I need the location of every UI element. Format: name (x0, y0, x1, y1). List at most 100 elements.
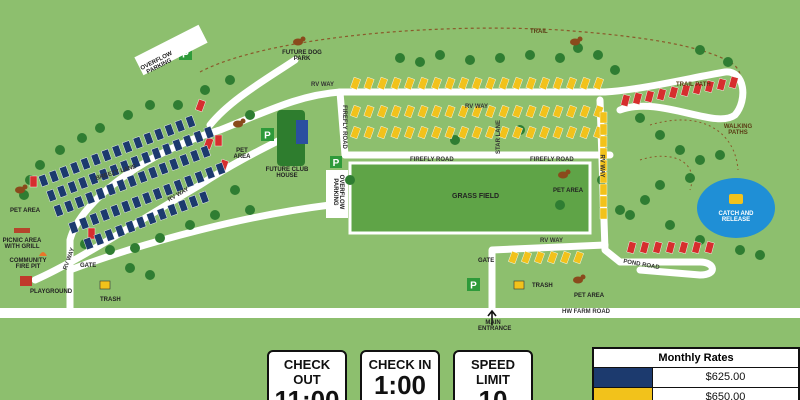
svg-text:P: P (182, 50, 189, 61)
playground-label: PLAYGROUND (30, 289, 73, 295)
star-lane-label: STAR LANE (495, 120, 502, 154)
campsite (404, 104, 415, 119)
campsite (404, 125, 415, 140)
trash-label-2: TRASH (532, 283, 553, 289)
grass-field-label: GRASS FIELD (452, 193, 500, 200)
campsite (151, 146, 162, 161)
walking-paths-label: WALKING PATHS (723, 124, 753, 136)
campsite (390, 104, 402, 119)
campsite (525, 76, 537, 91)
campsite (98, 167, 110, 182)
campsite (599, 183, 608, 196)
campsite (485, 104, 496, 119)
campsite (173, 178, 184, 193)
campsite (48, 169, 60, 183)
check-in-sign: CHECK IN 1:00 (360, 350, 440, 400)
campsite (599, 171, 608, 184)
picnic-area-label: PICNIC AREA WITH GRILL (2, 238, 42, 250)
check-in-time: 1:00 (373, 370, 427, 400)
tree-icon (695, 45, 705, 55)
campsite (88, 172, 99, 186)
tree-icon (155, 233, 165, 243)
campsite (140, 151, 152, 165)
campsite (84, 191, 96, 205)
campsite (534, 250, 545, 265)
campsite (652, 241, 663, 254)
tree-icon (665, 220, 675, 230)
tree-icon (555, 200, 565, 210)
campsite (350, 76, 361, 91)
campsite (626, 241, 637, 254)
arrow-up-icon (487, 309, 497, 325)
tree-icon (55, 145, 65, 155)
campsite (498, 125, 510, 140)
campsite (431, 104, 442, 119)
campsite (566, 76, 577, 91)
monthly-rates-title: Monthly Rates (594, 349, 798, 368)
campsite (95, 187, 106, 201)
campsite (114, 224, 126, 238)
campsite (512, 104, 523, 119)
campsite (203, 125, 215, 140)
campsite (120, 199, 132, 214)
campsite (172, 138, 183, 152)
speed-limit-title: SPEED LIMIT (470, 357, 516, 387)
campsite (444, 104, 456, 119)
campsite (728, 76, 739, 89)
campsite (137, 170, 148, 184)
campsite (579, 76, 591, 91)
trail-path-label: TRAIL PATH (676, 82, 711, 88)
campsite (508, 250, 519, 265)
tree-icon (145, 100, 155, 110)
tree-icon (465, 55, 475, 65)
campsite (77, 176, 89, 190)
tree-icon (695, 155, 705, 165)
campsite (168, 157, 180, 171)
campsite (68, 220, 79, 235)
campsite (38, 173, 49, 188)
rate-price: $650.00 (705, 391, 746, 400)
campsite (194, 170, 205, 184)
check-out-time: 11:00 (274, 385, 340, 400)
tree-icon (130, 243, 140, 253)
campsite (185, 115, 196, 129)
tree-icon (145, 270, 155, 280)
campsite (83, 236, 94, 251)
campsite (498, 104, 510, 119)
campsite (116, 178, 127, 192)
campsite (99, 208, 111, 222)
tree-icon (735, 245, 745, 255)
tree-icon (415, 57, 425, 67)
campsite (156, 207, 168, 221)
overflow-parking-top-lot (134, 24, 208, 76)
tree-icon (125, 263, 135, 273)
campsite (182, 134, 194, 148)
tree-icon (555, 53, 565, 63)
campsite (93, 232, 105, 246)
tree-icon (495, 53, 505, 63)
rate-price: $625.00 (705, 371, 746, 383)
campsite (620, 94, 631, 107)
campsite (78, 216, 90, 230)
tree-icon (685, 173, 695, 183)
gate-label-2: GATE (478, 258, 495, 264)
campsite (431, 125, 442, 140)
campsite (143, 131, 154, 146)
campsite (195, 98, 206, 113)
campsite (579, 125, 591, 140)
rv-way-mid-label: RV WAY (465, 104, 489, 110)
campsite (444, 76, 456, 91)
campsite (668, 86, 679, 99)
campsite (135, 215, 147, 230)
campsite (53, 203, 64, 218)
campsite (130, 155, 141, 169)
campsite (87, 227, 96, 240)
campsite (193, 130, 204, 144)
campsite (164, 123, 175, 137)
campsite (104, 228, 115, 242)
campsite (656, 88, 667, 101)
campsite (125, 220, 136, 234)
pond (697, 178, 775, 238)
tree-icon (655, 180, 665, 190)
